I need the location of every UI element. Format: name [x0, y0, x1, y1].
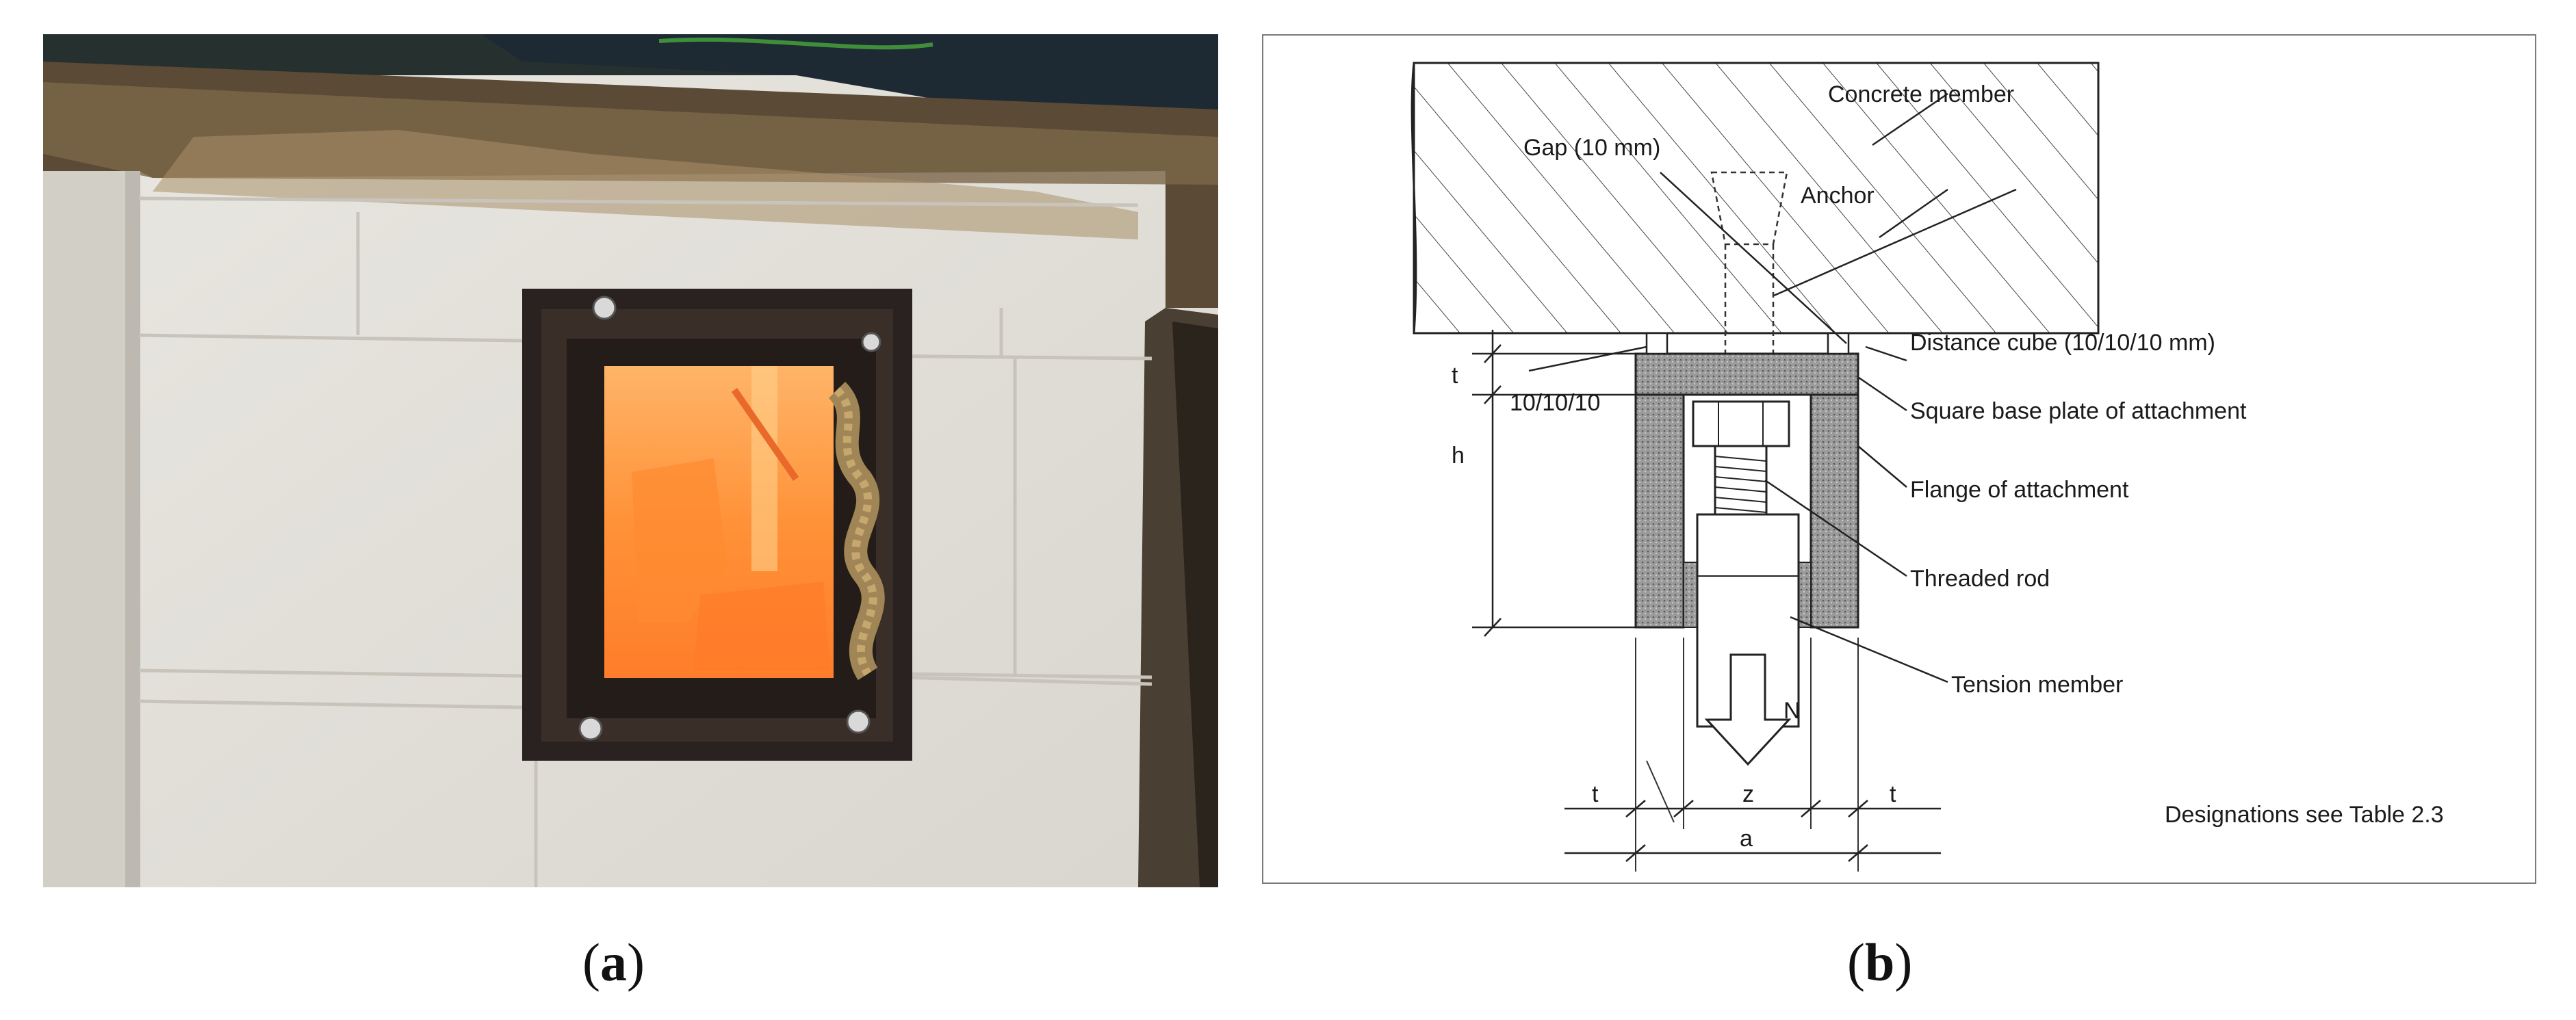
- label-dim-t-right: t: [1890, 781, 1896, 807]
- distance-cubes: [1645, 332, 1850, 355]
- label-threaded-rod: Threaded rod: [1910, 566, 2050, 592]
- caption-a-letter: a: [600, 932, 627, 992]
- threaded-rod: [1692, 400, 1790, 519]
- caption-b-letter: b: [1864, 932, 1895, 992]
- photo-furnace-window: [43, 34, 1218, 887]
- tension-member: [1696, 513, 1800, 766]
- label-tension-member: Tension member: [1951, 672, 2123, 698]
- label-square-base-plate: Square base plate of attachment: [1910, 398, 2247, 424]
- label-flange: Flange of attachment: [1910, 477, 2129, 503]
- force-arrow: [1704, 653, 1792, 766]
- label-distance-cube: Distance cube (10/10/10 mm): [1910, 330, 2215, 356]
- label-concrete-member: Concrete member: [1828, 81, 2014, 107]
- concrete-member: [1411, 62, 2100, 335]
- label-designations: Designations see Table 2.3: [2165, 802, 2444, 828]
- label-force-n: N: [1783, 698, 1801, 724]
- label-dim-t-left: t: [1592, 781, 1599, 807]
- label-dim-a: a: [1740, 826, 1753, 852]
- caption-a: (a): [582, 932, 645, 992]
- caption-b: (b): [1847, 932, 1913, 992]
- label-anchor: Anchor: [1801, 183, 1875, 209]
- label-dim-h: h: [1452, 443, 1465, 469]
- label-dim-z: z: [1742, 781, 1754, 807]
- photo-illustration: [43, 34, 1218, 887]
- label-gap: Gap (10 mm): [1523, 135, 1660, 161]
- drawing-cross-section: Concrete member Gap (10 mm) Anchor Dista…: [1262, 34, 2536, 884]
- anchor: [1710, 171, 1788, 357]
- label-dim-t-top: t: [1452, 363, 1458, 389]
- label-cube-dim: 10/10/10: [1510, 390, 1600, 416]
- drawing-svg: Concrete member Gap (10 mm) Anchor Dista…: [1411, 62, 2444, 872]
